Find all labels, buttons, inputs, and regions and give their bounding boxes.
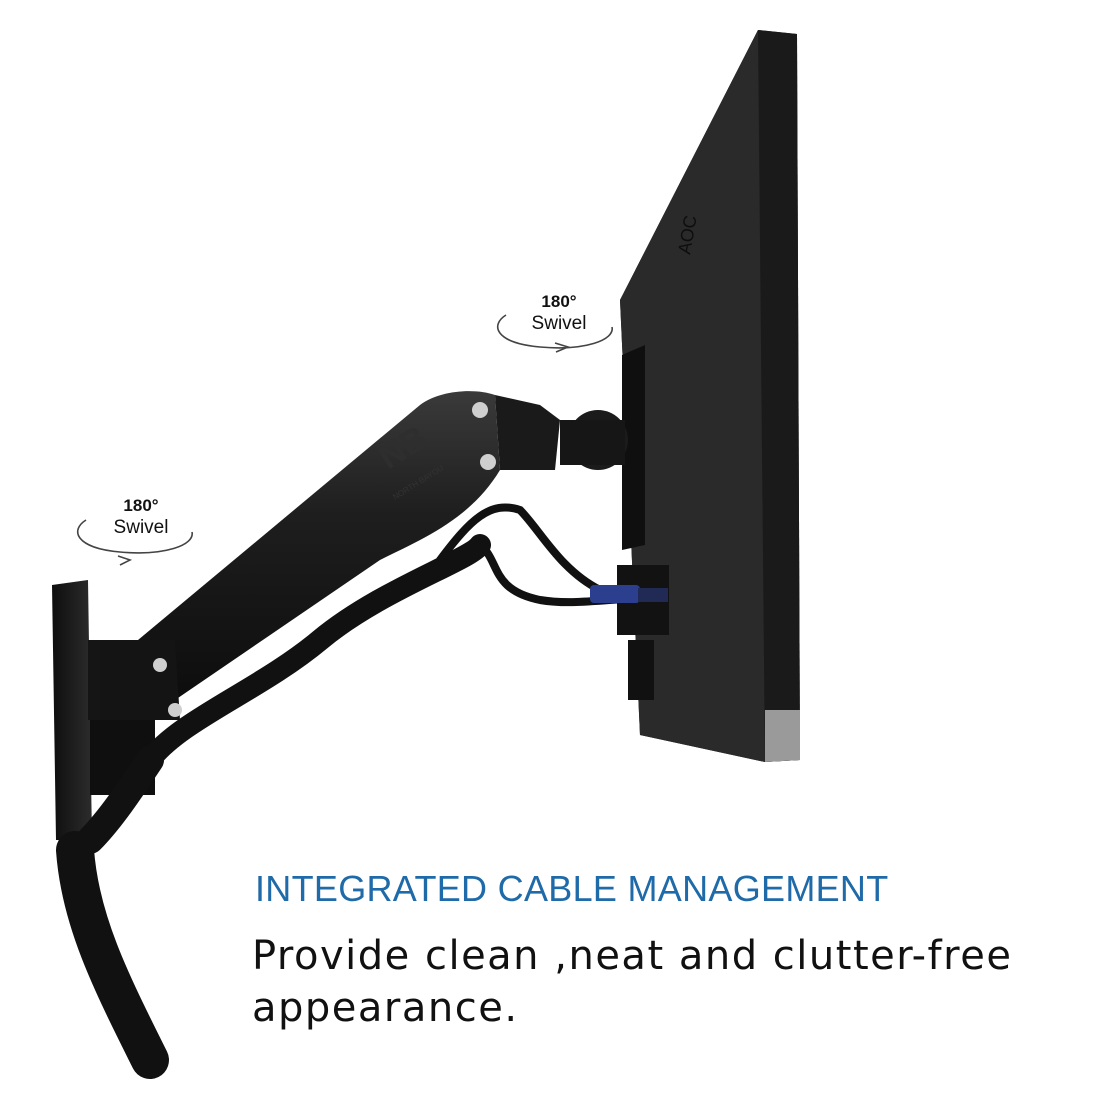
body-text: Provide clean ,neat and clutter-free app… (252, 933, 1013, 1031)
swivel-left-arrow-icon (76, 519, 193, 566)
monitor: AOC (620, 30, 800, 762)
swivel-left-degrees: 180° (123, 496, 159, 515)
swivel-left-word: Swivel (113, 517, 169, 538)
gas-spring-arm: NB NORTH BAYOU (100, 391, 628, 720)
swivel-right-degrees: 180° (541, 292, 577, 311)
vga-connector (590, 585, 668, 603)
swivel-right-word: Swivel (531, 313, 587, 334)
swivel-left-label: 180° Swivel (96, 496, 186, 539)
swivel-right-arrow-icon (496, 314, 613, 353)
headline: INTEGRATED CABLE MANAGEMENT (255, 868, 889, 909)
swivel-right-label: 180° Swivel (514, 292, 604, 335)
